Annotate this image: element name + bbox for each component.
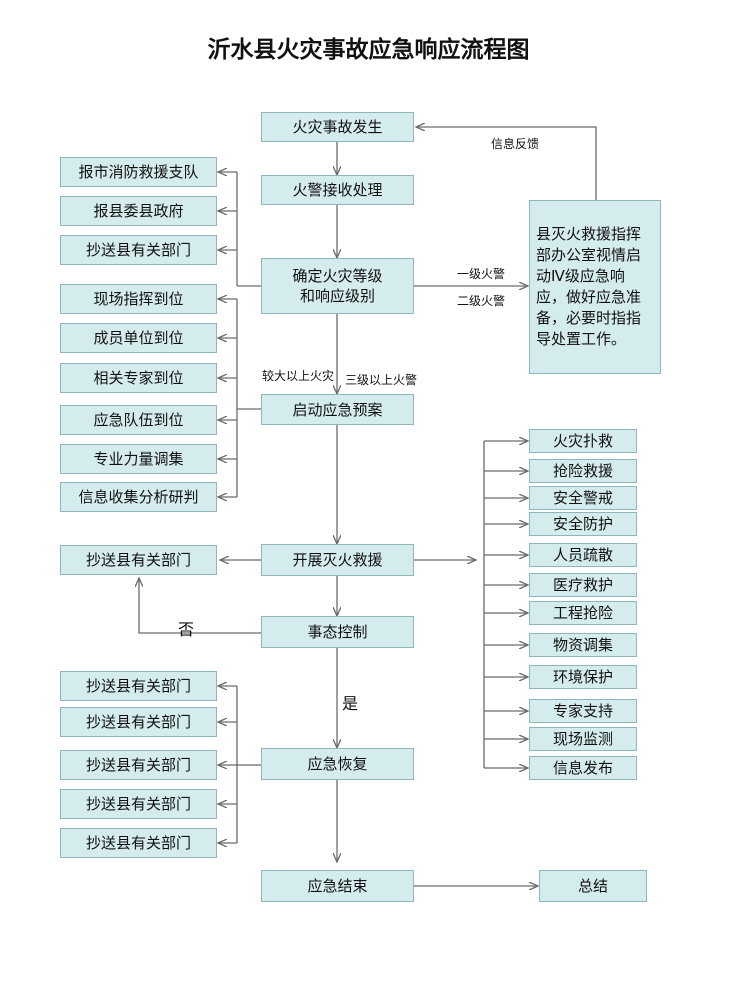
action-item: 医疗救护 xyxy=(529,573,637,597)
action-item: 抢险救援 xyxy=(529,459,637,483)
action-item: 现场监测 xyxy=(529,727,637,751)
arrive-item: 相关专家到位 xyxy=(60,363,217,393)
command-office-box: 县灭火救援指挥部办公室视情启动Ⅳ级应急响应，做好应急准备，必要时指指导处置工作。 xyxy=(529,200,661,374)
recover-copy-node: 抄送县有关部门 xyxy=(60,707,217,737)
level2-label: 二级火警 xyxy=(457,294,506,308)
action-item: 信息发布 xyxy=(529,756,637,780)
page-title: 沂水县火灾事故应急响应流程图 xyxy=(207,36,530,63)
notify-county-government: 报县委县政府 xyxy=(60,196,217,226)
determine-node: 确定火灾等级 和响应级别 xyxy=(261,258,414,314)
action-item: 安全防护 xyxy=(529,512,637,536)
feedback-label: 信息反馈 xyxy=(491,137,540,151)
notify-city-fire-brigade: 报市消防救援支队 xyxy=(60,157,217,187)
action-item: 人员疏散 xyxy=(529,543,637,567)
receive-node: 火警接收处理 xyxy=(261,175,414,205)
end-node: 应急结束 xyxy=(261,870,414,902)
plan-node: 启动应急预案 xyxy=(261,394,414,425)
arrive-item: 专业力量调集 xyxy=(60,444,217,474)
notify-county-departments: 抄送县有关部门 xyxy=(60,235,217,265)
level1-label: 一级火警 xyxy=(457,267,506,281)
level3-label: 三级以上火警 xyxy=(345,373,418,387)
arrive-item: 现场指挥到位 xyxy=(60,284,217,314)
arrive-item: 信息收集分析研判 xyxy=(60,482,217,512)
recover-copy-node: 抄送县有关部门 xyxy=(60,828,217,858)
arrive-item: 应急队伍到位 xyxy=(60,405,217,435)
recover-copy-node: 抄送县有关部门 xyxy=(60,671,217,701)
action-item: 安全警戒 xyxy=(529,486,637,510)
action-item: 火灾扑救 xyxy=(529,429,637,453)
recover-node: 应急恢复 xyxy=(261,748,414,780)
control-node: 事态控制 xyxy=(261,616,414,648)
no-label: 否 xyxy=(178,620,195,639)
action-item: 环境保护 xyxy=(529,665,637,689)
rescue-node: 开展灭火救援 xyxy=(261,544,414,576)
summary-node: 总结 xyxy=(539,870,647,902)
rescue-copy-node: 抄送县有关部门 xyxy=(60,545,217,575)
action-item: 专家支持 xyxy=(529,699,637,723)
arrive-item: 成员单位到位 xyxy=(60,323,217,353)
yes-label: 是 xyxy=(342,694,359,713)
action-item: 物资调集 xyxy=(529,633,637,657)
recover-copy-node: 抄送县有关部门 xyxy=(60,789,217,819)
recover-copy-node: 抄送县有关部门 xyxy=(60,750,217,780)
occur-node: 火灾事故发生 xyxy=(261,112,414,142)
larger-fire-label: 较大以上火灾 xyxy=(262,369,335,383)
action-item: 工程抢险 xyxy=(529,601,637,625)
